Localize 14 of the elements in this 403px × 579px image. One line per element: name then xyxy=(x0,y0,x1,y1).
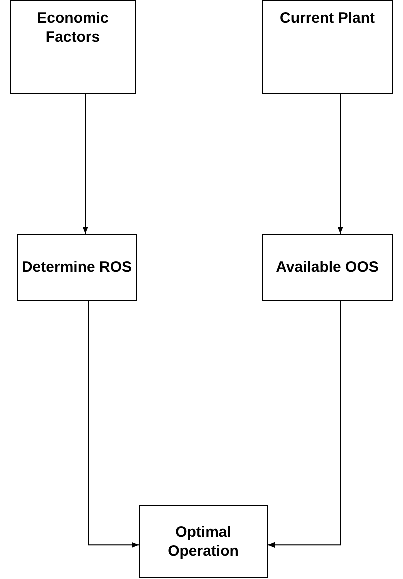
process-box xyxy=(262,0,393,94)
arrow xyxy=(268,300,342,548)
arrow xyxy=(88,300,140,548)
box-label: Current Plant xyxy=(280,9,375,28)
arrow xyxy=(338,94,344,234)
box-label: Available OOS xyxy=(276,258,379,277)
process-box xyxy=(262,234,393,301)
process-box xyxy=(10,0,136,94)
process-box xyxy=(139,505,268,578)
process-box xyxy=(17,234,137,301)
box-label: Determine ROS xyxy=(22,258,132,277)
box-label: Optimal Operation xyxy=(167,522,240,560)
box-label: Economic Factors xyxy=(36,9,110,47)
arrow xyxy=(82,94,88,234)
